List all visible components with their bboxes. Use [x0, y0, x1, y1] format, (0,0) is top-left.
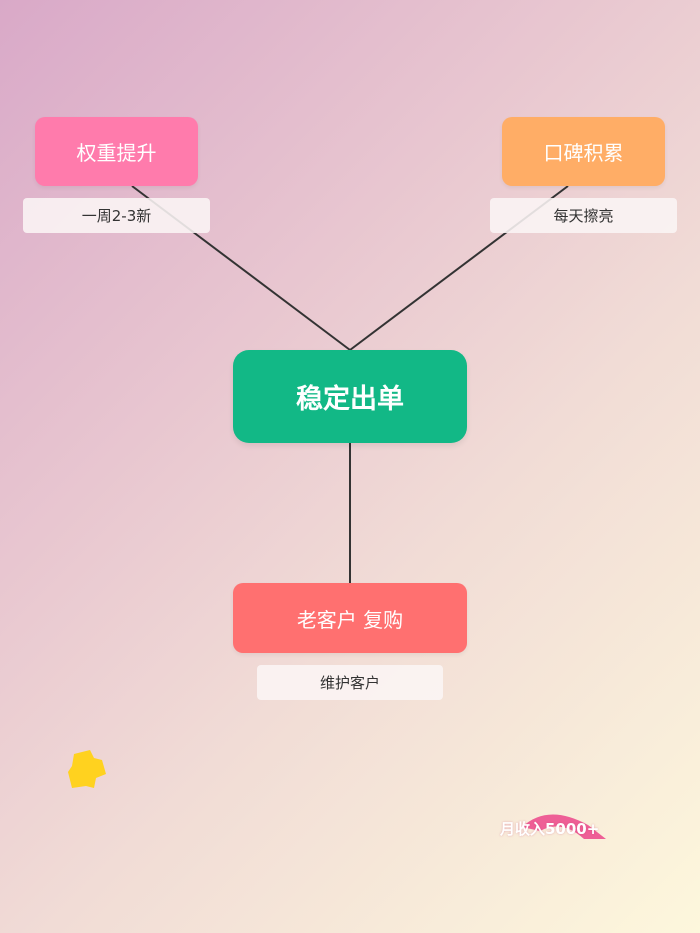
yellow-sticker-icon [68, 750, 106, 788]
node-stable-orders[interactable]: 稳定出单 [233, 350, 467, 443]
node-stable-orders-label: 稳定出单 [296, 384, 404, 415]
note-weight-boost-text: 一周2-3新 [81, 207, 152, 225]
node-weight-boost[interactable]: 权重提升 [35, 117, 198, 186]
income-badge: 月收入5000+ [500, 805, 610, 845]
node-repeat-customers-label: 老客户 复购 [296, 607, 404, 632]
income-badge-swoosh-icon [522, 814, 606, 839]
note-reputation-text: 每天擦亮 [553, 207, 614, 225]
note-weight-boost: 一周2-3新 [23, 198, 210, 233]
income-badge-text: 月收入5000+ [500, 820, 600, 838]
node-reputation[interactable]: 口碑积累 [502, 117, 665, 186]
note-repeat-customers-text: 维护客户 [319, 674, 380, 692]
node-weight-boost-label: 权重提升 [76, 141, 157, 165]
note-reputation: 每天擦亮 [490, 198, 677, 233]
node-repeat-customers[interactable]: 老客户 复购 [233, 583, 467, 653]
note-repeat-customers: 维护客户 [257, 665, 443, 700]
node-reputation-label: 口碑积累 [543, 141, 624, 165]
